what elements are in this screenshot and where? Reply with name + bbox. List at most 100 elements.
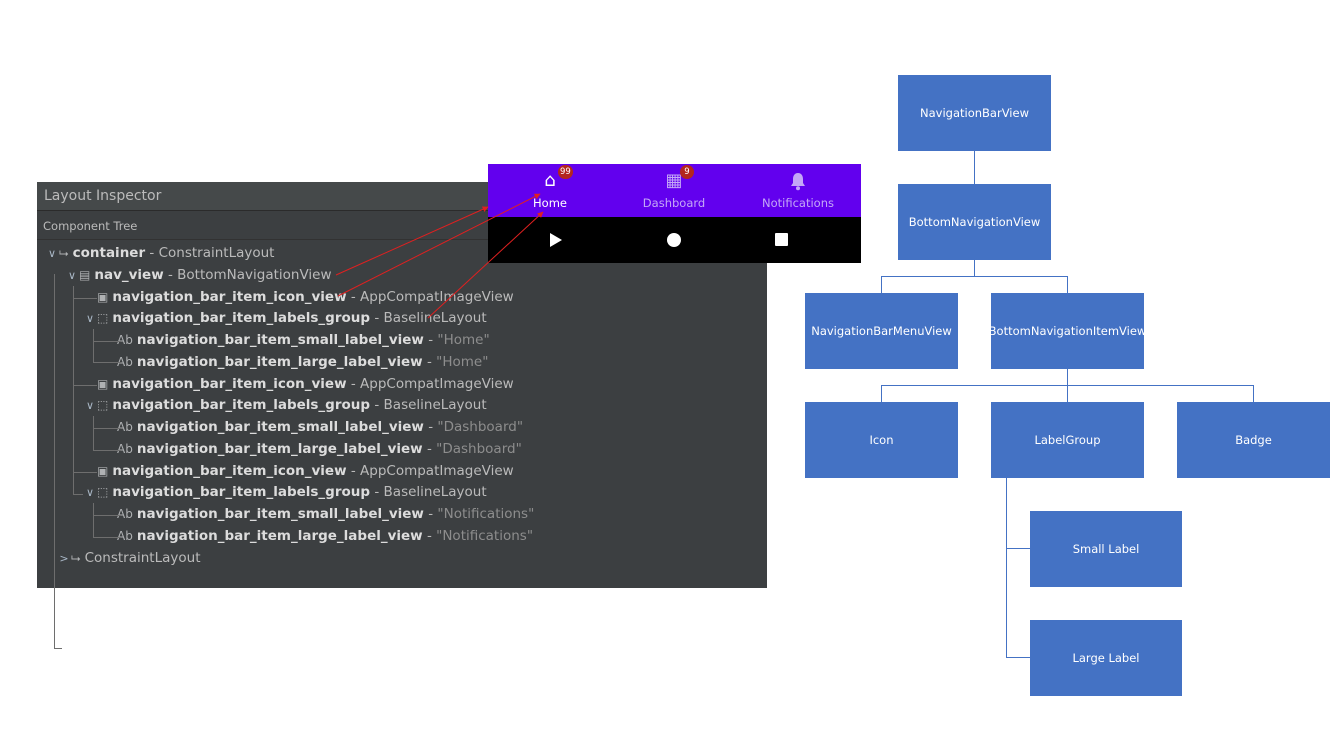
tree-guide-line: [54, 648, 62, 649]
node-navigation-bar-view: NavigationBarView: [898, 75, 1051, 151]
constraint-layout-icon: ⮡: [59, 246, 69, 260]
component-tree-title: Component Tree: [43, 219, 138, 233]
tree-guide-line: [93, 537, 121, 538]
bottom-nav-icon: ▤: [79, 267, 91, 282]
connector: [1067, 276, 1068, 293]
tree-node-text-value: "Home": [437, 332, 490, 348]
image-view-icon: ▣: [97, 463, 109, 478]
tree-node-type: BottomNavigationView: [177, 266, 332, 283]
connector: [1006, 548, 1030, 549]
connector: [974, 151, 975, 184]
system-buttons: [550, 233, 788, 247]
connector: [1253, 385, 1254, 402]
expand-chevron-icon[interactable]: ∨: [47, 247, 57, 260]
tree-separator: -: [422, 440, 437, 457]
constraint-layout-icon: ⮡: [71, 550, 81, 565]
tree-row[interactable]: ∨⮡container - ConstraintLayout: [45, 243, 275, 263]
node-bottom-navigation-item-view: BottomNavigationItemView: [989, 293, 1146, 369]
tree-separator: -: [145, 245, 159, 261]
back-icon[interactable]: [550, 233, 562, 247]
arrow-labels-group: [427, 211, 544, 319]
node-badge: Badge: [1177, 402, 1330, 478]
baseline-layout-icon: ⬚: [97, 485, 109, 500]
tree-row[interactable]: ∨⬚navigation_bar_item_labels_group - Bas…: [83, 482, 487, 502]
home-icon: ⌂: [544, 170, 556, 191]
expand-chevron-icon[interactable]: ∨: [67, 268, 77, 282]
dashboard-icon: ▦: [665, 170, 683, 191]
connector: [881, 385, 1254, 386]
tree-node-id: navigation_bar_item_icon_view: [112, 288, 347, 305]
tree-row[interactable]: ▣navigation_bar_item_icon_view - AppComp…: [83, 374, 514, 394]
tree-node-id: navigation_bar_item_small_label_view: [136, 419, 424, 435]
text-view-icon: Ab: [117, 333, 133, 347]
tree-separator: -: [346, 462, 361, 479]
tree-node-text-value: "Notifications": [437, 506, 535, 522]
connector: [1006, 478, 1007, 658]
home-circle-icon[interactable]: [667, 233, 681, 247]
tree-node-id: container: [72, 245, 146, 261]
tree-node-id: navigation_bar_item_small_label_view: [136, 506, 424, 522]
tree-node-type: BaselineLayout: [383, 397, 487, 414]
expand-chevron-icon[interactable]: ∨: [85, 486, 95, 500]
node-navigation-bar-menu-view: NavigationBarMenuView: [805, 293, 958, 369]
tree-node-id: navigation_bar_item_icon_view: [112, 375, 347, 392]
tree-guide-line: [93, 515, 121, 516]
text-view-icon: Ab: [117, 420, 133, 434]
bell-icon: [736, 171, 860, 196]
tree-row[interactable]: ∨▤nav_view - BottomNavigationView: [65, 265, 332, 285]
connector: [881, 276, 882, 293]
recents-icon[interactable]: [775, 233, 788, 246]
tree-guide-line: [54, 274, 55, 648]
tree-row[interactable]: ▣navigation_bar_item_icon_view - AppComp…: [83, 461, 514, 481]
tree-node-id: navigation_bar_item_icon_view: [112, 462, 347, 479]
tree-separator: -: [163, 266, 178, 283]
tree-separator: -: [423, 332, 438, 348]
nav-item-home[interactable]: ⌂ 99 Home: [488, 164, 612, 217]
tree-guide-line: [93, 341, 121, 342]
tree-row[interactable]: ∨⬚navigation_bar_item_labels_group - Bas…: [83, 308, 487, 328]
tree-node-id: navigation_bar_item_labels_group: [112, 484, 371, 501]
bottom-navigation-bar: ⌂ 99 Home ▦ 9 Dashboard Notifications: [488, 164, 861, 217]
component-tree-header: Component Tree: [37, 211, 767, 240]
connector: [881, 385, 882, 402]
tree-node-type: ConstraintLayout: [158, 245, 275, 261]
tree-node-type: ConstraintLayout: [84, 549, 201, 566]
tree-separator: -: [422, 527, 437, 544]
tree-node-id: navigation_bar_item_large_label_view: [136, 527, 423, 544]
tree-separator: -: [370, 310, 384, 327]
tree-node-type: BaselineLayout: [383, 310, 487, 327]
node-icon: Icon: [805, 402, 958, 478]
nav-item-dashboard[interactable]: ▦ 9 Dashboard: [612, 164, 736, 217]
nav-item-notifications[interactable]: Notifications: [736, 164, 860, 217]
tree-separator: -: [423, 419, 438, 435]
tree-row[interactable]: >⮡ConstraintLayout: [57, 548, 201, 568]
tree-node-type: AppCompatImageView: [360, 375, 514, 392]
baseline-layout-icon: ⬚: [97, 311, 109, 326]
tree-separator: -: [370, 484, 384, 501]
tree-guide-line: [73, 286, 74, 494]
tree-row[interactable]: ∨⬚navigation_bar_item_labels_group - Bas…: [83, 395, 487, 415]
expand-chevron-icon[interactable]: ∨: [85, 399, 95, 413]
nav-item-dashboard-label: Dashboard: [642, 196, 706, 210]
node-bottom-navigation-view: BottomNavigationView: [898, 184, 1051, 260]
text-view-icon: Ab: [117, 528, 133, 543]
text-view-icon: Ab: [117, 441, 133, 456]
tree-guide-line: [93, 503, 94, 537]
tree-node-id: nav_view: [94, 266, 164, 283]
tree-row[interactable]: ▣navigation_bar_item_icon_view - AppComp…: [83, 287, 514, 307]
expand-chevron-icon[interactable]: ∨: [85, 312, 95, 326]
tree-guide-line: [73, 472, 97, 473]
tree-separator: -: [346, 288, 361, 305]
tree-separator: -: [346, 375, 361, 392]
tree-node-type: AppCompatImageView: [360, 462, 514, 479]
text-view-icon: Ab: [117, 354, 133, 369]
expand-chevron-icon[interactable]: >: [59, 551, 69, 565]
tree-node-text-value: "Dashboard": [437, 419, 524, 435]
